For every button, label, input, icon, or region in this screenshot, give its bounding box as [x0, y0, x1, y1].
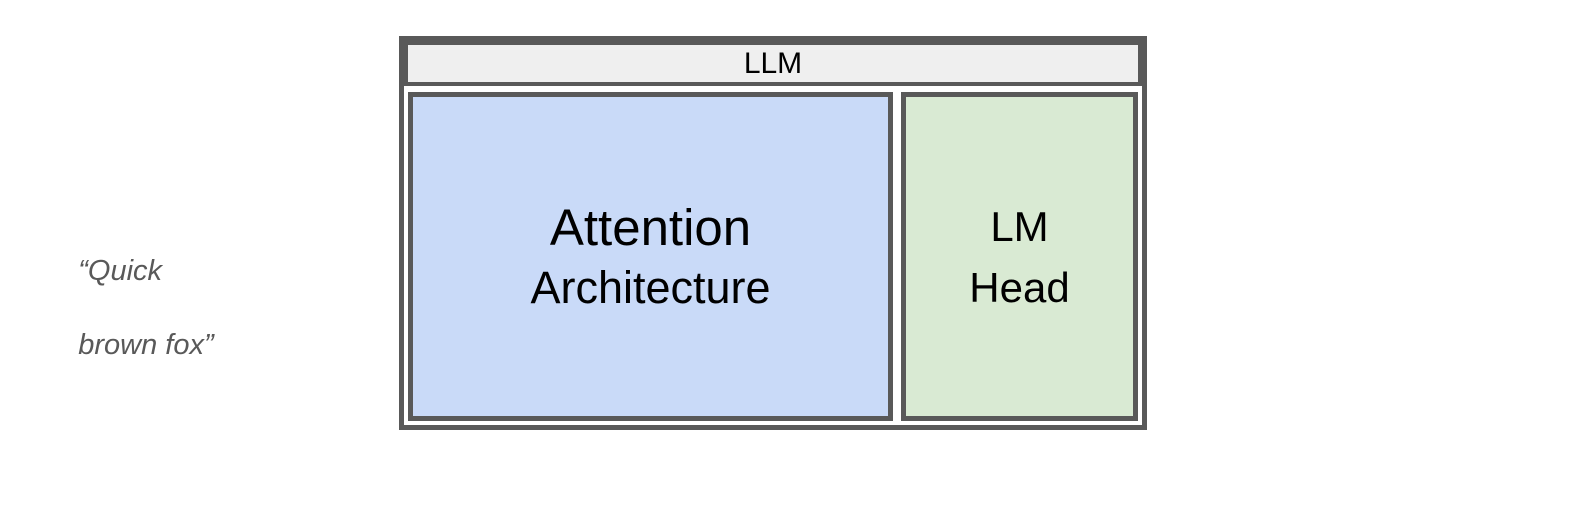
input-text-quote-line2: brown fox” — [78, 329, 214, 361]
attention-architecture-box: Attention Architecture — [408, 92, 893, 421]
llm-content-row: Attention Architecture LM Head — [408, 92, 1138, 421]
input-text-quote: “Quick brown fox” — [46, 216, 214, 401]
lm-head-box: LM Head — [901, 92, 1138, 421]
llm-header-bar: LLM — [404, 41, 1142, 86]
llm-container-box: LLM Attention Architecture LM Head — [399, 36, 1147, 430]
lm-head-box-line2: Head — [969, 263, 1070, 311]
attention-box-subtitle: Architecture — [530, 261, 771, 313]
attention-box-title: Attention — [549, 198, 752, 256]
lm-head-box-line1: LM — [990, 202, 1049, 250]
input-text-quote-line1: “Quick — [78, 255, 163, 287]
llm-header-label: LLM — [743, 46, 803, 80]
